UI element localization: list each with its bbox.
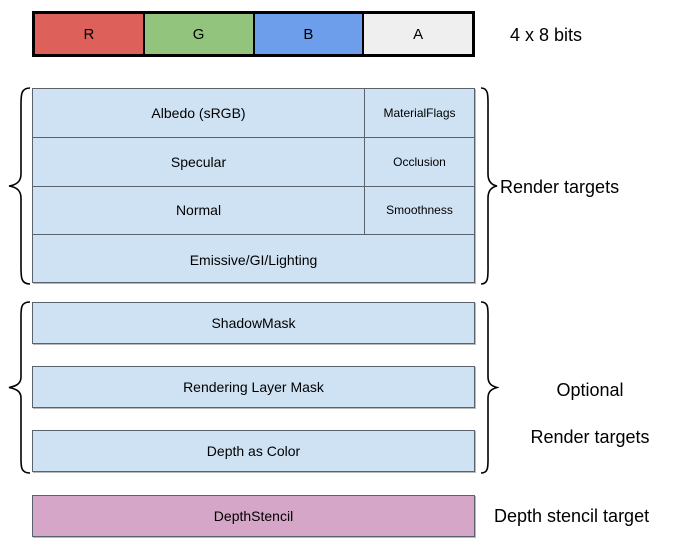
- cell-label: Albedo (sRGB): [151, 104, 246, 121]
- channel-cell-g: G: [144, 14, 255, 54]
- cell-label: Smoothness: [386, 203, 453, 218]
- box-label: ShadowMask: [211, 315, 296, 331]
- table-row: Normal Smoothness: [33, 186, 474, 236]
- render-target-material-flags: MaterialFlags: [365, 89, 474, 137]
- render-target-occlusion: Occlusion: [365, 138, 474, 186]
- left-brace-optional-render-targets: [8, 301, 31, 474]
- render-targets-side-label: Render targets: [500, 177, 620, 197]
- render-targets-table: Albedo (sRGB) MaterialFlags Specular Occ…: [32, 88, 475, 283]
- channel-label-g: G: [192, 25, 205, 43]
- channel-cell-b: B: [254, 14, 365, 54]
- table-row: Emissive/GI/Lighting: [33, 235, 474, 284]
- cell-label: Specular: [170, 153, 227, 170]
- box-label: DepthStencil: [213, 508, 294, 524]
- channel-bar: R G B A: [32, 11, 475, 57]
- depth-stencil-side-label: Depth stencil target: [494, 506, 650, 526]
- cell-label: Emissive/GI/Lighting: [189, 251, 318, 268]
- channel-cell-r: R: [35, 14, 145, 54]
- render-target-emissive-gi-lighting: Emissive/GI/Lighting: [33, 235, 474, 284]
- channel-label-b: B: [303, 25, 314, 43]
- cell-label: Occlusion: [393, 154, 446, 169]
- depth-stencil-box: DepthStencil: [32, 495, 475, 537]
- optional-target-rendering-layer-mask: Rendering Layer Mask: [32, 366, 475, 408]
- channel-cell-a: A: [364, 14, 472, 54]
- render-target-smoothness: Smoothness: [365, 187, 474, 235]
- render-target-specular: Specular: [33, 137, 365, 186]
- table-row: Albedo (sRGB) MaterialFlags: [33, 89, 474, 138]
- render-target-albedo: Albedo (sRGB): [33, 89, 365, 137]
- right-brace-render-targets: [480, 87, 498, 285]
- optional-target-depth-as-color: Depth as Color: [32, 430, 475, 472]
- left-brace-render-targets: [8, 87, 31, 285]
- box-label: Depth as Color: [206, 443, 301, 459]
- render-target-normal: Normal: [33, 186, 365, 235]
- optional-render-targets-side-label: Optional Render targets: [495, 356, 685, 450]
- cell-label: MaterialFlags: [383, 105, 456, 120]
- box-label: Rendering Layer Mask: [183, 379, 324, 395]
- optional-label-line-1: Optional: [556, 380, 624, 401]
- cell-label: Normal: [175, 202, 222, 219]
- optional-label-line-2: Render targets: [530, 427, 650, 448]
- channel-label-a: A: [413, 25, 424, 43]
- table-row: Specular Occlusion: [33, 137, 474, 187]
- channel-bar-side-label: 4 x 8 bits: [510, 25, 583, 45]
- channel-label-r: R: [83, 25, 95, 43]
- optional-target-shadow-mask: ShadowMask: [32, 302, 475, 344]
